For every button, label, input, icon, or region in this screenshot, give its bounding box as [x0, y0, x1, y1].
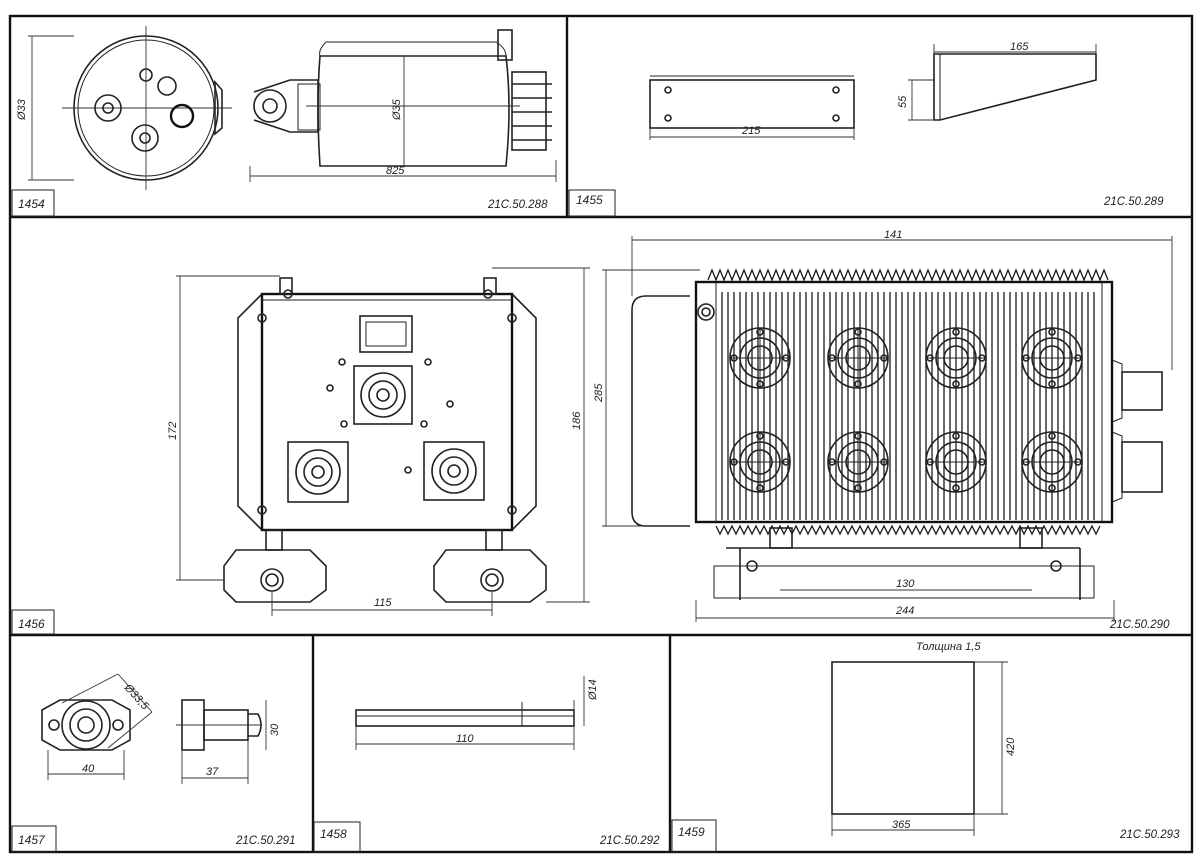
dim-label: 30 [269, 723, 281, 736]
bracket-side-view: 165 55 [897, 41, 1097, 121]
socket-side-view: 37 30 [176, 699, 281, 784]
dim-label: 244 [895, 605, 914, 617]
panel-number-box [11, 609, 55, 635]
dimension-115: 115 [271, 592, 493, 616]
dim-label: 825 [386, 165, 405, 177]
transistor-mount [729, 327, 791, 389]
rod-view: 110 Ø14 [355, 676, 599, 750]
socket-front-view: Ø33,5 40 [41, 673, 153, 780]
thickness-note: Толщина 1,5 [916, 641, 981, 653]
panel-number-box [11, 189, 55, 217]
panel-number-box [11, 825, 57, 853]
panel-number: 1455 [576, 193, 603, 207]
panel-1456: 1456 21С.50.290 [11, 229, 1173, 635]
drawing-code: 21С.50.289 [1103, 196, 1164, 208]
dim-label: 172 [167, 422, 179, 440]
dim-label: Ø35 [391, 98, 403, 121]
dim-label: 186 [571, 411, 583, 430]
dimension-825: 825 [249, 160, 557, 182]
panel-number-box [313, 821, 361, 853]
dim-label: 115 [374, 597, 392, 609]
dimension-141: 285 [593, 269, 700, 527]
dimension-186: 186 [492, 267, 590, 603]
panel-number-box [568, 189, 616, 217]
transistor-mount [827, 431, 889, 493]
dimension-130: 130 [780, 578, 1032, 591]
dim-label: 40 [82, 763, 95, 775]
dim-label: Ø33 [16, 98, 28, 121]
dimension-244: 244 [695, 600, 1115, 622]
panel-number: 1458 [320, 827, 347, 841]
dimension-diameter-33: Ø33 [16, 35, 74, 181]
dim-label: 165 [1010, 41, 1029, 53]
panel-number: 1459 [678, 825, 705, 839]
dim-label: 215 [741, 125, 761, 137]
sheet-frame [8, 14, 1194, 854]
drawing-code: 21С.50.288 [487, 199, 548, 211]
transistor-mount [827, 327, 889, 389]
panel-number: 1454 [18, 197, 45, 211]
panel-1455: 1455 21С.50.289 215 165 55 [568, 41, 1164, 217]
connector-end-view [62, 26, 232, 190]
unit-side-view [631, 268, 1163, 600]
transistor-mount [925, 431, 987, 493]
transistor-mount [1021, 431, 1083, 493]
dim-label: 55 [897, 95, 909, 108]
dim-label: Ø14 [587, 679, 599, 701]
transistor-mount [729, 431, 791, 493]
panel-1457: 1457 21С.50.291 Ø33,5 40 37 [11, 673, 295, 853]
dim-label: 110 [456, 733, 474, 745]
panel-1454: 1454 21С.50.288 Ø33 [11, 26, 557, 217]
panel-number-box [671, 819, 717, 853]
bracket-plan-view: 215 [649, 75, 855, 140]
panel-1459: 1459 21С.50.293 Толщина 1,5 365 420 [671, 641, 1180, 853]
relay-side-view [253, 29, 552, 167]
dim-label: 141 [884, 229, 902, 241]
panel-1458: 1458 21С.50.292 110 Ø14 [313, 676, 660, 853]
dim-label: 420 [1005, 737, 1017, 756]
plate-view: 365 420 [831, 661, 1017, 836]
dimension-172: 172 [167, 275, 280, 581]
dim-label: 365 [892, 819, 911, 831]
dim-label: 130 [896, 578, 915, 590]
transistor-mount [925, 327, 987, 389]
dim-label: 37 [206, 766, 219, 778]
panel-number: 1457 [18, 833, 46, 847]
dimension-diameter-35: Ø35 [391, 56, 405, 166]
drawing-code: 21С.50.291 [235, 835, 295, 847]
transistor-mount [1021, 327, 1083, 389]
unit-front-view [223, 277, 547, 603]
drawing-code: 21С.50.290 [1109, 619, 1170, 631]
drawing-code: 21С.50.293 [1119, 829, 1180, 841]
drawing-code: 21С.50.292 [599, 835, 660, 847]
dim-label: 285 [593, 383, 605, 403]
dimension-285: 141 [631, 229, 1173, 370]
panel-number: 1456 [18, 617, 45, 631]
